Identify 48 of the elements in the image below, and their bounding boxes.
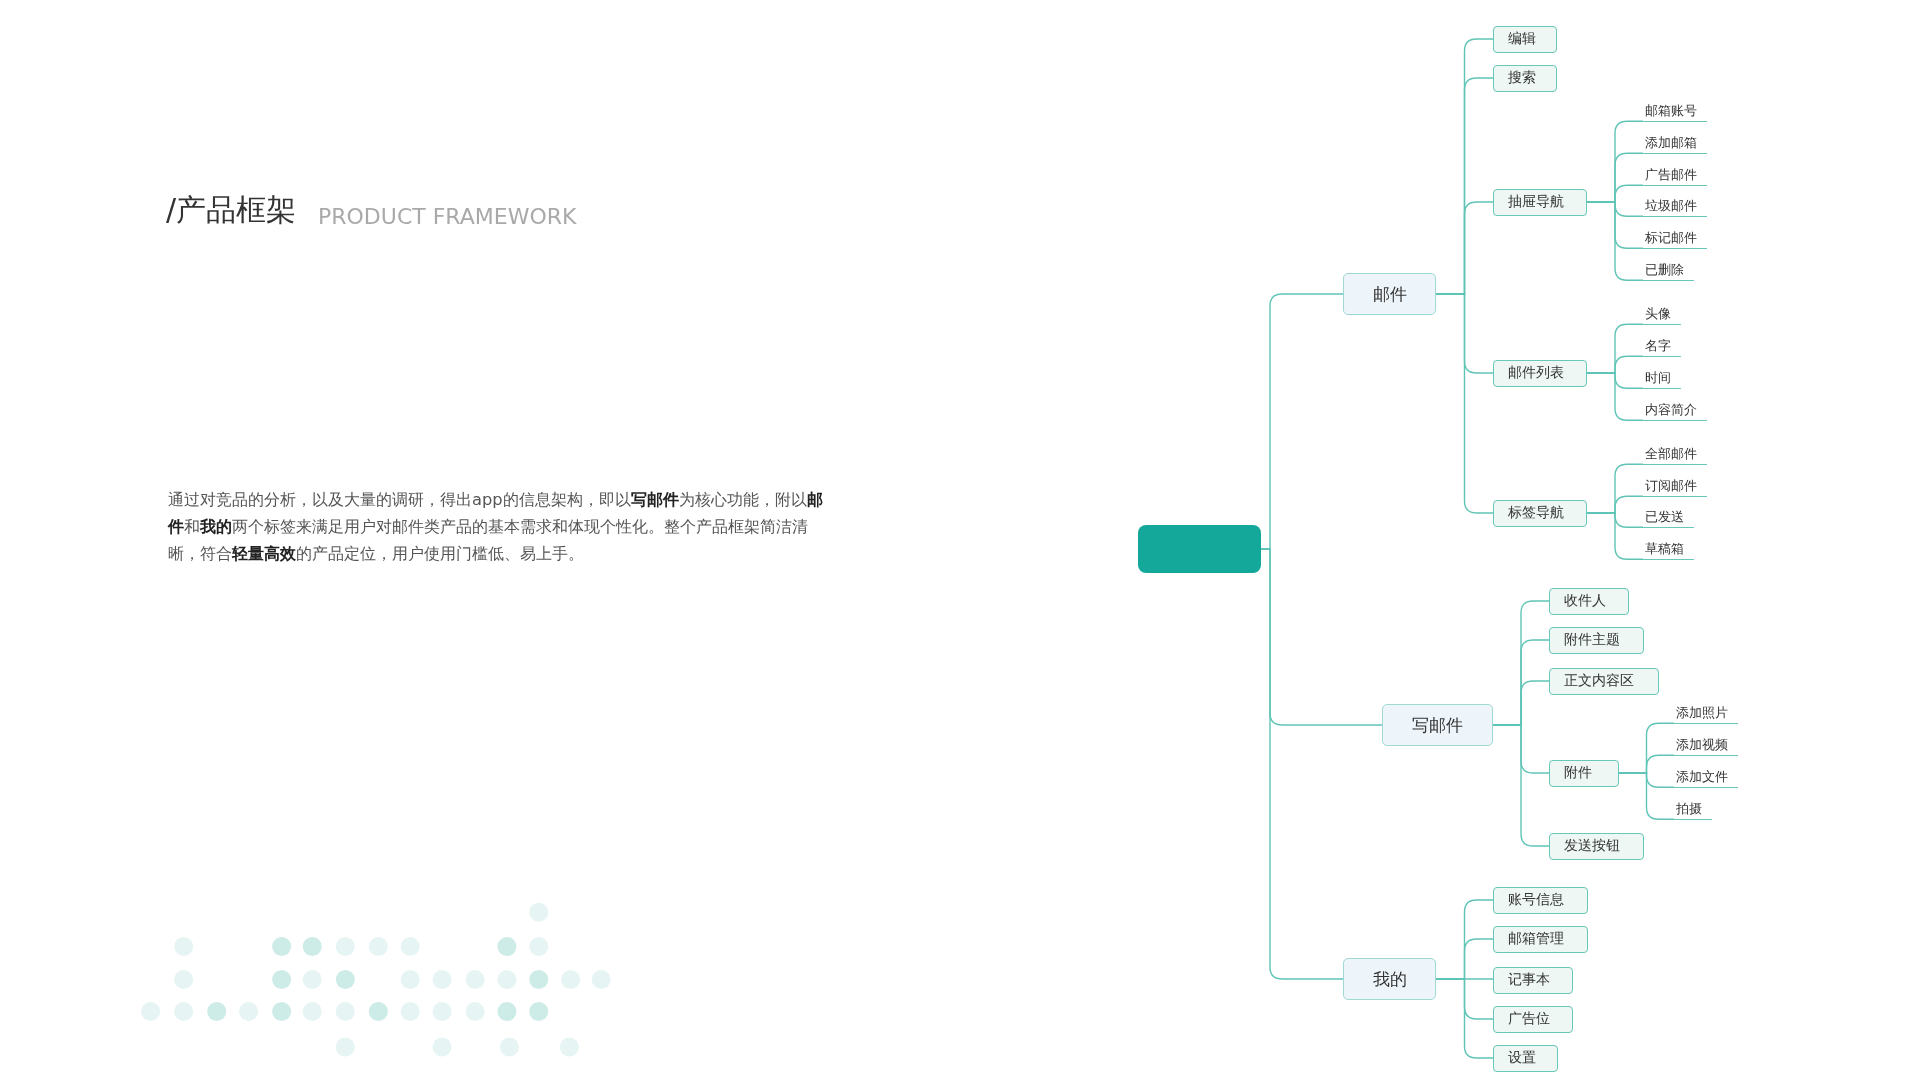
leaf-topic: 头像 (1643, 305, 1681, 325)
connector-line (1435, 978, 1494, 1059)
topic-box: 附件主题 (1549, 626, 1644, 654)
category-box: 我的 (1343, 958, 1436, 1000)
connector-line (1586, 372, 1644, 421)
topic-box: 附件 (1549, 759, 1619, 787)
topic-box: 搜索 (1493, 64, 1557, 92)
topic-box: 收件人 (1549, 587, 1629, 615)
topic-box: 正文内容区 (1549, 667, 1659, 695)
topic-box: 广告位 (1493, 1005, 1573, 1033)
topic-box: 编辑 (1493, 25, 1557, 53)
leaf-topic: 标记邮件 (1643, 229, 1707, 249)
leaf-topic: 已发送 (1643, 508, 1694, 528)
topic-box: 设置 (1493, 1044, 1558, 1072)
topic-box: 邮件列表 (1493, 359, 1587, 387)
leaf-topic: 广告邮件 (1643, 166, 1707, 186)
leaf-topic: 草稿箱 (1643, 540, 1694, 560)
topic-box: 抽屉导航 (1493, 188, 1587, 216)
topic-box: 标签导航 (1493, 499, 1587, 527)
page-title: /产品框架 (166, 191, 297, 229)
leaf-topic: 全部邮件 (1643, 445, 1707, 465)
category-box: 写邮件 (1382, 704, 1493, 746)
leaf-topic: 添加文件 (1674, 768, 1738, 788)
root-node-box (1138, 525, 1261, 573)
topic-box: 发送按钮 (1549, 832, 1644, 860)
connector-line (1435, 293, 1494, 514)
subtitle: PRODUCT FRAMEWORK (318, 204, 577, 229)
description-paragraph: 通过对竞品的分析，以及大量的调研，得出app的信息架构，即以写邮件为核心功能，附以邮件和我的两个标签来满足用户对邮件类产品的基本需求和体现个性化。整个产品框架简洁清晰，符合轻量高效的产品定位，用户使用门槛低、易上手。 (168, 489, 824, 565)
leaf-topic: 垃圾邮件 (1643, 197, 1707, 217)
leaf-topic: 已删除 (1643, 261, 1694, 281)
leaf-topic: 名字 (1643, 337, 1681, 357)
topic-box: 邮箱管理 (1493, 925, 1588, 953)
connector-line (1586, 512, 1644, 560)
category-box: 邮件 (1343, 273, 1436, 315)
connector-line (1618, 772, 1675, 820)
leaf-topic: 添加照片 (1674, 704, 1738, 724)
connector-line (1586, 201, 1644, 281)
topic-box: 记事本 (1493, 966, 1573, 994)
leaf-topic: 内容简介 (1643, 401, 1707, 421)
leaf-topic: 订阅邮件 (1643, 477, 1707, 497)
leaf-topic: 邮箱账号 (1643, 102, 1707, 122)
leaf-topic: 添加邮箱 (1643, 134, 1707, 154)
connector-line (1492, 724, 1550, 847)
leaf-topic: 拍摄 (1674, 800, 1712, 820)
leaf-topic: 时间 (1643, 369, 1681, 389)
connector-line (1260, 548, 1344, 980)
topic-box: 账号信息 (1493, 886, 1588, 914)
leaf-topic: 添加视频 (1674, 736, 1738, 756)
